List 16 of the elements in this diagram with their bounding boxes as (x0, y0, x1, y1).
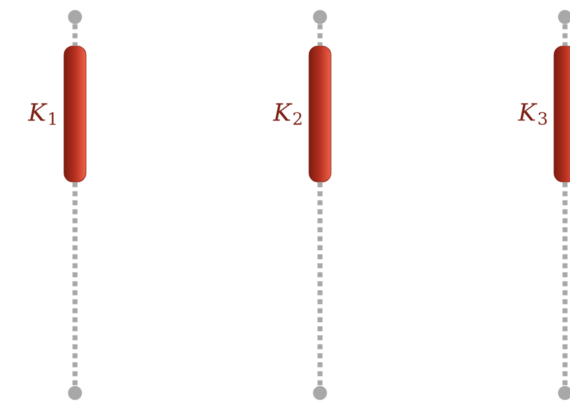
dashed-line (318, 182, 322, 386)
terminal-dot (313, 10, 327, 24)
bar-element (308, 46, 332, 182)
bar-element (64, 46, 86, 182)
dashed-line (318, 24, 322, 46)
dashed-line (562, 24, 568, 46)
terminal-dot (68, 386, 82, 400)
variable-label: K$_{1}$ (28, 103, 56, 125)
variable-label: K$_{3}$ (518, 103, 547, 125)
dashed-line (72, 24, 78, 46)
dashed-line (562, 182, 568, 386)
terminal-dot (68, 10, 82, 24)
bar-element (554, 46, 570, 182)
terminal-dot (313, 386, 327, 400)
variable-label: K$_{2}$ (272, 103, 302, 125)
dashed-line (72, 182, 78, 386)
